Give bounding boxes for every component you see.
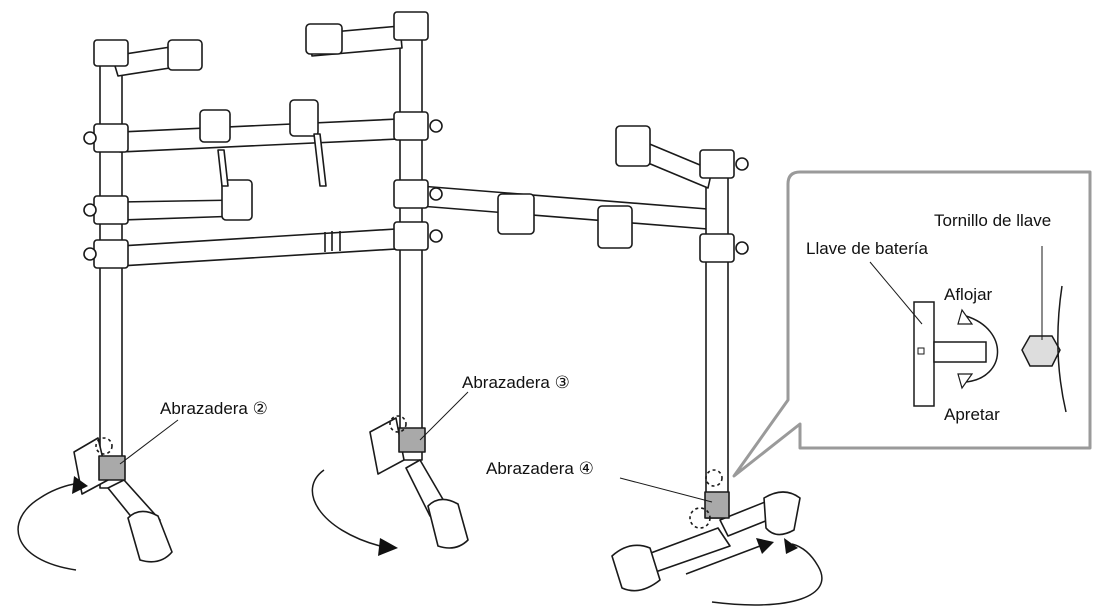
loosen-label: Aflojar xyxy=(944,285,993,304)
clamp-3 xyxy=(398,427,426,453)
drum-key-label: Llave de batería xyxy=(806,239,928,258)
clamp-2-label: Abrazadera ② xyxy=(160,399,268,418)
clamp-4 xyxy=(704,491,730,519)
right-stand xyxy=(611,125,801,592)
drum-key-callout xyxy=(732,170,1092,478)
rotate-arrow-left xyxy=(17,483,77,571)
clamp-2 xyxy=(98,455,126,481)
push-arrow-right xyxy=(685,545,761,575)
clamp-3-label: Abrazadera ③ xyxy=(462,373,570,392)
left-stand xyxy=(73,39,421,563)
middle-stand xyxy=(305,11,721,549)
clamp-4-label: Abrazadera ④ xyxy=(486,459,594,478)
tighten-label: Apretar xyxy=(944,405,1000,424)
rotate-arrow-right xyxy=(711,543,823,606)
rotate-arrow-middle xyxy=(311,469,381,547)
key-bolt-icon xyxy=(1021,335,1061,367)
key-bolt-label: Tornillo de llave xyxy=(934,211,1051,230)
